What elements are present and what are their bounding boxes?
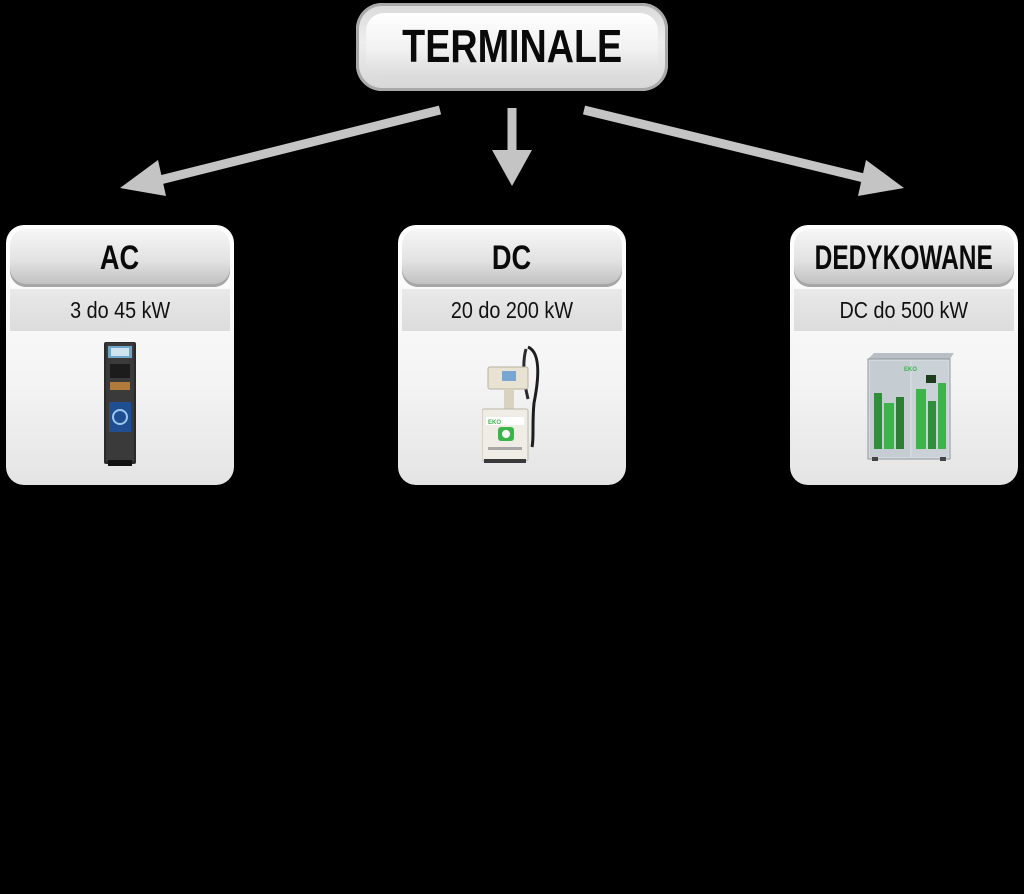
dc-title: DC <box>492 238 532 277</box>
dedicated-subtitle: DC do 500 kW <box>839 296 969 323</box>
ac-title: AC <box>100 238 140 277</box>
svg-text:EKO: EKO <box>904 367 917 373</box>
ac-subtitle: 3 do 45 kW <box>69 296 171 323</box>
ac-charging-post-image <box>104 342 136 466</box>
ac-card: AC 3 do 45 kW <box>6 225 234 485</box>
arrow-to-ac <box>120 105 442 196</box>
terminale-title: TERMINALE <box>401 20 623 72</box>
terminale-node: TERMINALE <box>356 3 668 91</box>
dc-charging-station-image: EKO <box>482 345 540 463</box>
dc-card: DC 20 do 200 kW EKO <box>398 225 626 485</box>
arrow-to-dc <box>492 108 532 186</box>
dedicated-charging-cabinet-image: EKO <box>867 353 954 461</box>
svg-text:EKO: EKO <box>488 420 501 426</box>
dc-subtitle: 20 do 200 kW <box>450 296 574 323</box>
dedicated-title: DEDYKOWANE <box>814 238 994 277</box>
dedicated-card: DEDYKOWANE DC do 500 kW EKO <box>790 225 1018 485</box>
arrow-to-dedicated <box>582 105 904 196</box>
